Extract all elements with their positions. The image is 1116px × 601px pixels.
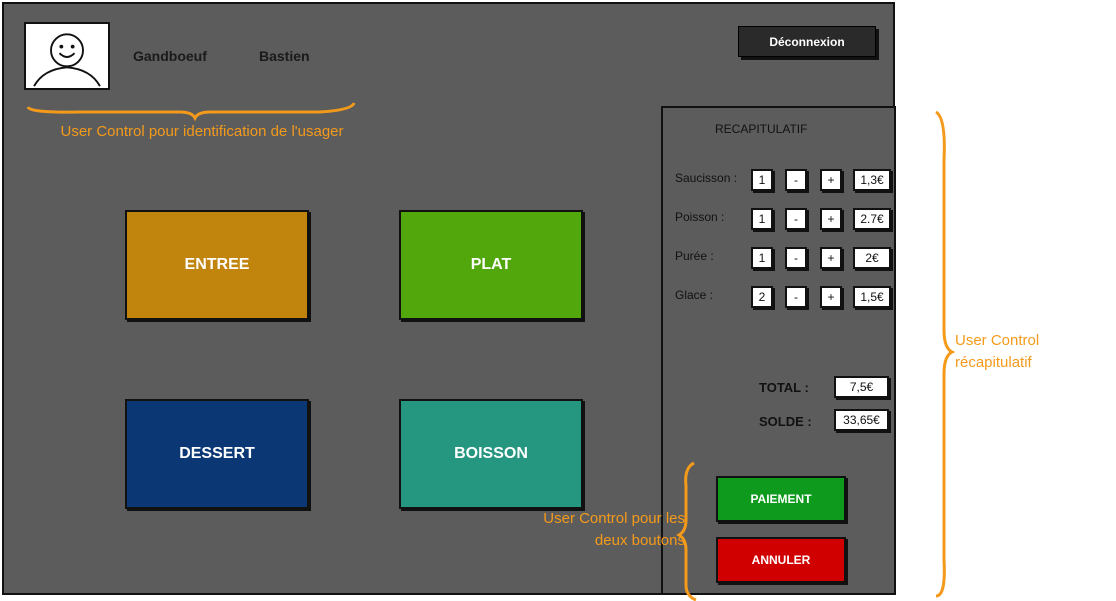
- category-boisson-button[interactable]: BOISSON: [399, 399, 583, 509]
- increment-button[interactable]: +: [820, 169, 842, 191]
- item-price: 2€: [853, 247, 891, 269]
- smiley-face-icon: [33, 33, 101, 87]
- total-label: TOTAL :: [759, 380, 809, 395]
- logout-button[interactable]: Déconnexion: [738, 26, 876, 57]
- recap-panel: RECAPITULATIF Saucisson : 1 - + 1,3€ Poi…: [661, 106, 896, 595]
- increment-button[interactable]: +: [820, 247, 842, 269]
- increment-button[interactable]: +: [820, 208, 842, 230]
- annotation-recap: User Control récapitulatif: [955, 332, 1040, 371]
- user-last-name: Gandboeuf: [133, 48, 207, 64]
- decrement-button[interactable]: -: [785, 286, 807, 308]
- annotation-identification: User Control pour identification de l'us…: [60, 123, 344, 140]
- item-label: Glace :: [675, 288, 714, 302]
- item-price: 2.7€: [853, 208, 891, 230]
- annotation-buttons: User Control pour les deux boutons: [543, 510, 685, 549]
- category-dessert-button[interactable]: DESSERT: [125, 399, 309, 509]
- recap-title: RECAPITULATIF: [715, 122, 808, 136]
- category-plat-button[interactable]: PLAT: [399, 210, 583, 320]
- cancel-button[interactable]: ANNULER: [716, 537, 846, 583]
- item-label: Saucisson :: [675, 171, 738, 185]
- item-label: Poisson :: [675, 210, 725, 224]
- increment-button[interactable]: +: [820, 286, 842, 308]
- decrement-button[interactable]: -: [785, 247, 807, 269]
- item-qty: 1: [751, 208, 773, 230]
- item-price: 1,3€: [853, 169, 891, 191]
- decrement-button[interactable]: -: [785, 208, 807, 230]
- decrement-button[interactable]: -: [785, 169, 807, 191]
- item-qty: 2: [751, 286, 773, 308]
- balance-label: SOLDE :: [759, 414, 812, 429]
- item-price: 1,5€: [853, 286, 891, 308]
- item-label: Purée :: [675, 249, 714, 263]
- user-first-name: Bastien: [259, 48, 310, 64]
- user-avatar: [24, 22, 110, 90]
- category-entree-button[interactable]: ENTREE: [125, 210, 309, 320]
- item-qty: 1: [751, 169, 773, 191]
- pay-button[interactable]: PAIEMENT: [716, 476, 846, 522]
- balance-value: 33,65€: [834, 409, 889, 431]
- item-qty: 1: [751, 247, 773, 269]
- total-value: 7,5€: [834, 376, 889, 398]
